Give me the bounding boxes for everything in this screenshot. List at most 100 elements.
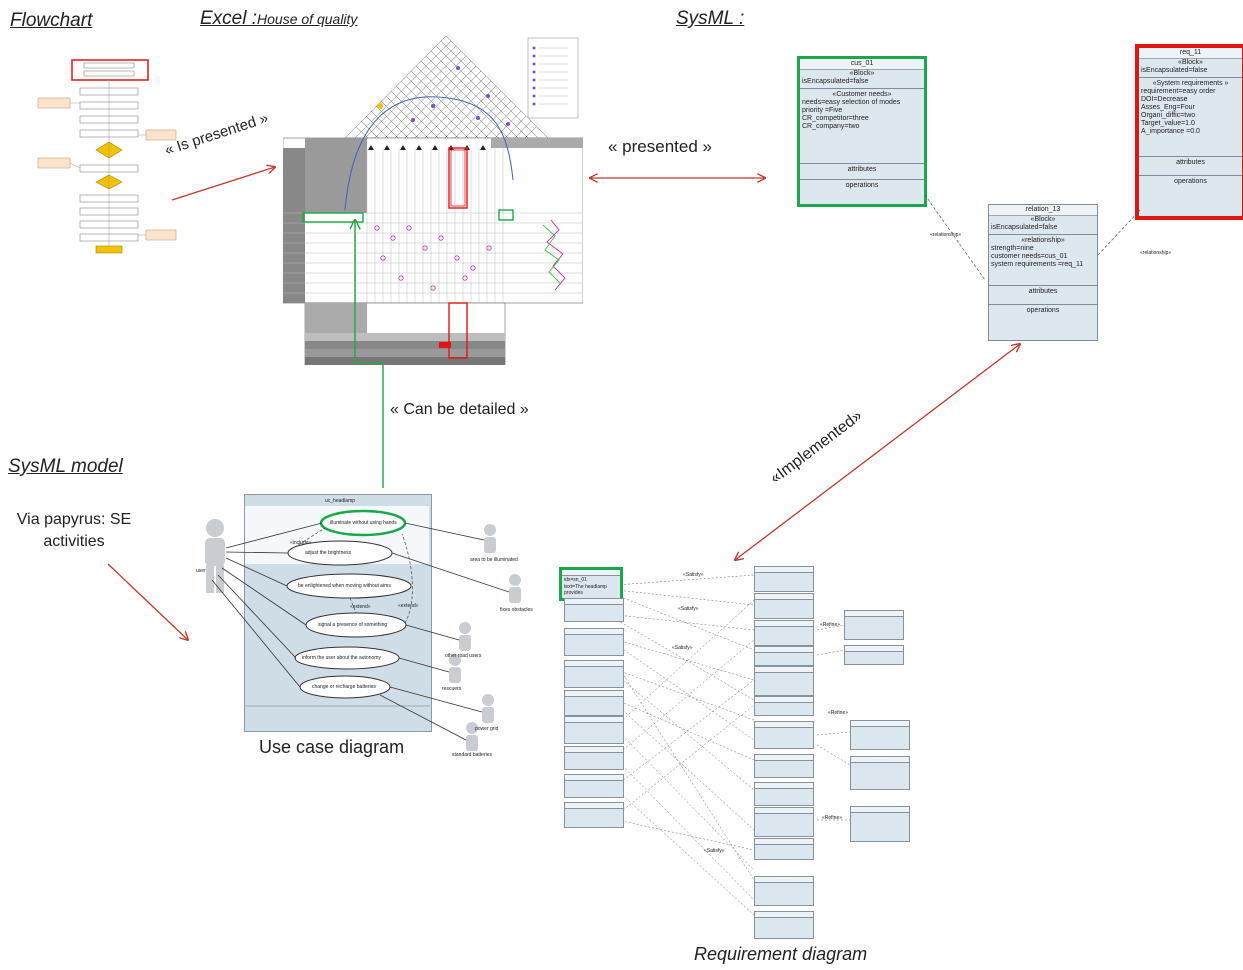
flowchart-diagram [30,50,180,260]
block-cus-attributes: attributes [847,166,877,173]
arrow-is-presented [171,167,275,201]
uc-label-signal: signal a presence of something [318,622,388,628]
block-rel-name: relation_13 [989,205,1097,216]
uc-include-label: «include» [290,540,312,546]
flowchart-title: Flowchart [10,10,93,31]
req-box[interactable] [564,660,624,688]
block-req-operations: operations [1174,178,1207,185]
req-box[interactable] [754,838,814,860]
block-req-line: Organi_diffic=two [1141,112,1196,119]
refine-label: «Refine» [828,710,849,716]
block-rel-line: strength=nine [991,245,1034,252]
req-box[interactable] [564,802,624,828]
block-req-encapsulated: isEncapsulated=false [1141,67,1208,74]
block-cus: cus_01 «Block» isEncapsulated=false «Cus… [797,56,927,207]
block-req-stereotype: «Block» [1178,59,1203,66]
uc-label-batteries: change or recharge batteries [312,684,376,690]
arrow-implemented [735,344,1020,560]
req-box[interactable] [754,666,814,696]
refine-label: «Refine» [822,815,843,821]
actor-rescuers-icon [449,654,461,683]
actor-power-icon [482,694,494,723]
req-box[interactable] [754,620,814,646]
block-cus-line: CR_competitor=three [802,115,869,122]
req-box[interactable] [754,566,814,592]
block-req-line: Target_value=1.0 [1141,120,1195,127]
actor-standard-icon [466,722,478,751]
flowchart-drawing [37,59,177,254]
use-case-caption: Use case diagram [259,737,405,757]
block-rel-section: «relationship» [1021,237,1065,244]
req-box[interactable] [850,806,910,842]
excel-title-main: Excel : [200,8,258,29]
req-box[interactable] [564,628,624,656]
via-papyrus-line2: activities [43,533,105,550]
uc-extend-label: «extend» [398,603,419,609]
excel-title: Excel :House of quality [200,8,357,30]
label-presented: « presented » [608,137,712,156]
block-req-line: requirement=easy order [1141,88,1216,95]
uc-label-brightness: adjust the brightness [305,550,352,556]
req-box[interactable] [754,782,814,806]
block-rel-operations: operations [1026,307,1060,314]
actor-area-icon [484,524,496,553]
refine-label: «Refine» [820,622,841,628]
uc-title: uc_headlamp [325,498,356,504]
req-box[interactable] [564,716,624,744]
block-cus-section: «Customer needs» [832,91,892,98]
req-box-text: text=The headlamp provides [564,584,607,596]
sysml-model-title: SysML model [8,456,123,477]
actor-power-label: power grid [475,726,499,732]
actor-road-label: other road users [445,653,482,659]
req-box-highlighted[interactable]: idx=sn_01 text=The headlamp provides [559,567,623,601]
req-box-id: idx=sn_01 [564,577,587,583]
block-req-line: A_importance =0.0 [1141,128,1200,135]
req-box[interactable] [564,598,624,622]
block-req-line: Asses_Eng=Four [1141,104,1195,111]
satisfy-label: «Satisfy» [704,848,725,854]
block-rel-line: system requirements =req_11 [991,261,1084,268]
block-relation: relation_13 «Block» isEncapsulated=false… [988,204,1098,341]
satisfy-label: «Satisfy» [683,572,704,578]
req-box[interactable] [850,720,910,750]
req-box[interactable] [754,646,814,666]
req-box[interactable] [754,911,814,939]
block-cus-line: needs=easy selection of modes [802,99,901,106]
uc-label-autonomy: inform the user about the autonomy [302,655,381,661]
req-box[interactable] [754,876,814,906]
rel-line-left [924,194,986,281]
actor-standard-label: standard batteries [452,752,493,758]
block-rel-line: customer needs=cus_01 [991,253,1068,260]
req-box[interactable] [754,696,814,716]
block-rel-encapsulated: isEncapsulated=false [991,224,1058,231]
block-cus-stereotype: «Block» [849,70,875,77]
block-cus-name: cus_01 [800,59,924,70]
hoq-drawing [283,35,583,365]
block-req-line: DOI=Decrease [1141,96,1188,103]
actor-rescuers-label: rescuers [442,686,462,692]
block-cus-line: priority =Five [802,107,843,114]
req-box[interactable] [564,690,624,716]
sysml-title: SysML : [676,8,745,29]
actor-road-icon [459,622,471,651]
req-box[interactable] [754,754,814,778]
block-rel-attributes: attributes [1028,288,1058,295]
req-box[interactable] [754,807,814,837]
req-box[interactable] [564,746,624,770]
label-can-be-detailed: « Can be detailed » [390,401,529,418]
req-box[interactable] [564,774,624,798]
actor-user-label: user [196,568,206,574]
block-rel-stereotype: «Block» [1030,216,1056,223]
req-box[interactable] [850,756,910,790]
actor-fixes-icon [509,574,521,603]
via-papyrus-line1: Via papyrus: SE [16,511,132,528]
requirement-caption: Requirement diagram [694,944,868,964]
req-box[interactable] [754,721,814,749]
req-box[interactable] [844,645,904,665]
block-req-name: req_11 [1139,48,1242,59]
arrow-via-papyrus [107,563,188,640]
req-box[interactable] [754,593,814,619]
req-box[interactable] [844,610,904,640]
via-papyrus-note: Via papyrus: SE activities [6,509,142,553]
house-of-quality [283,20,583,365]
